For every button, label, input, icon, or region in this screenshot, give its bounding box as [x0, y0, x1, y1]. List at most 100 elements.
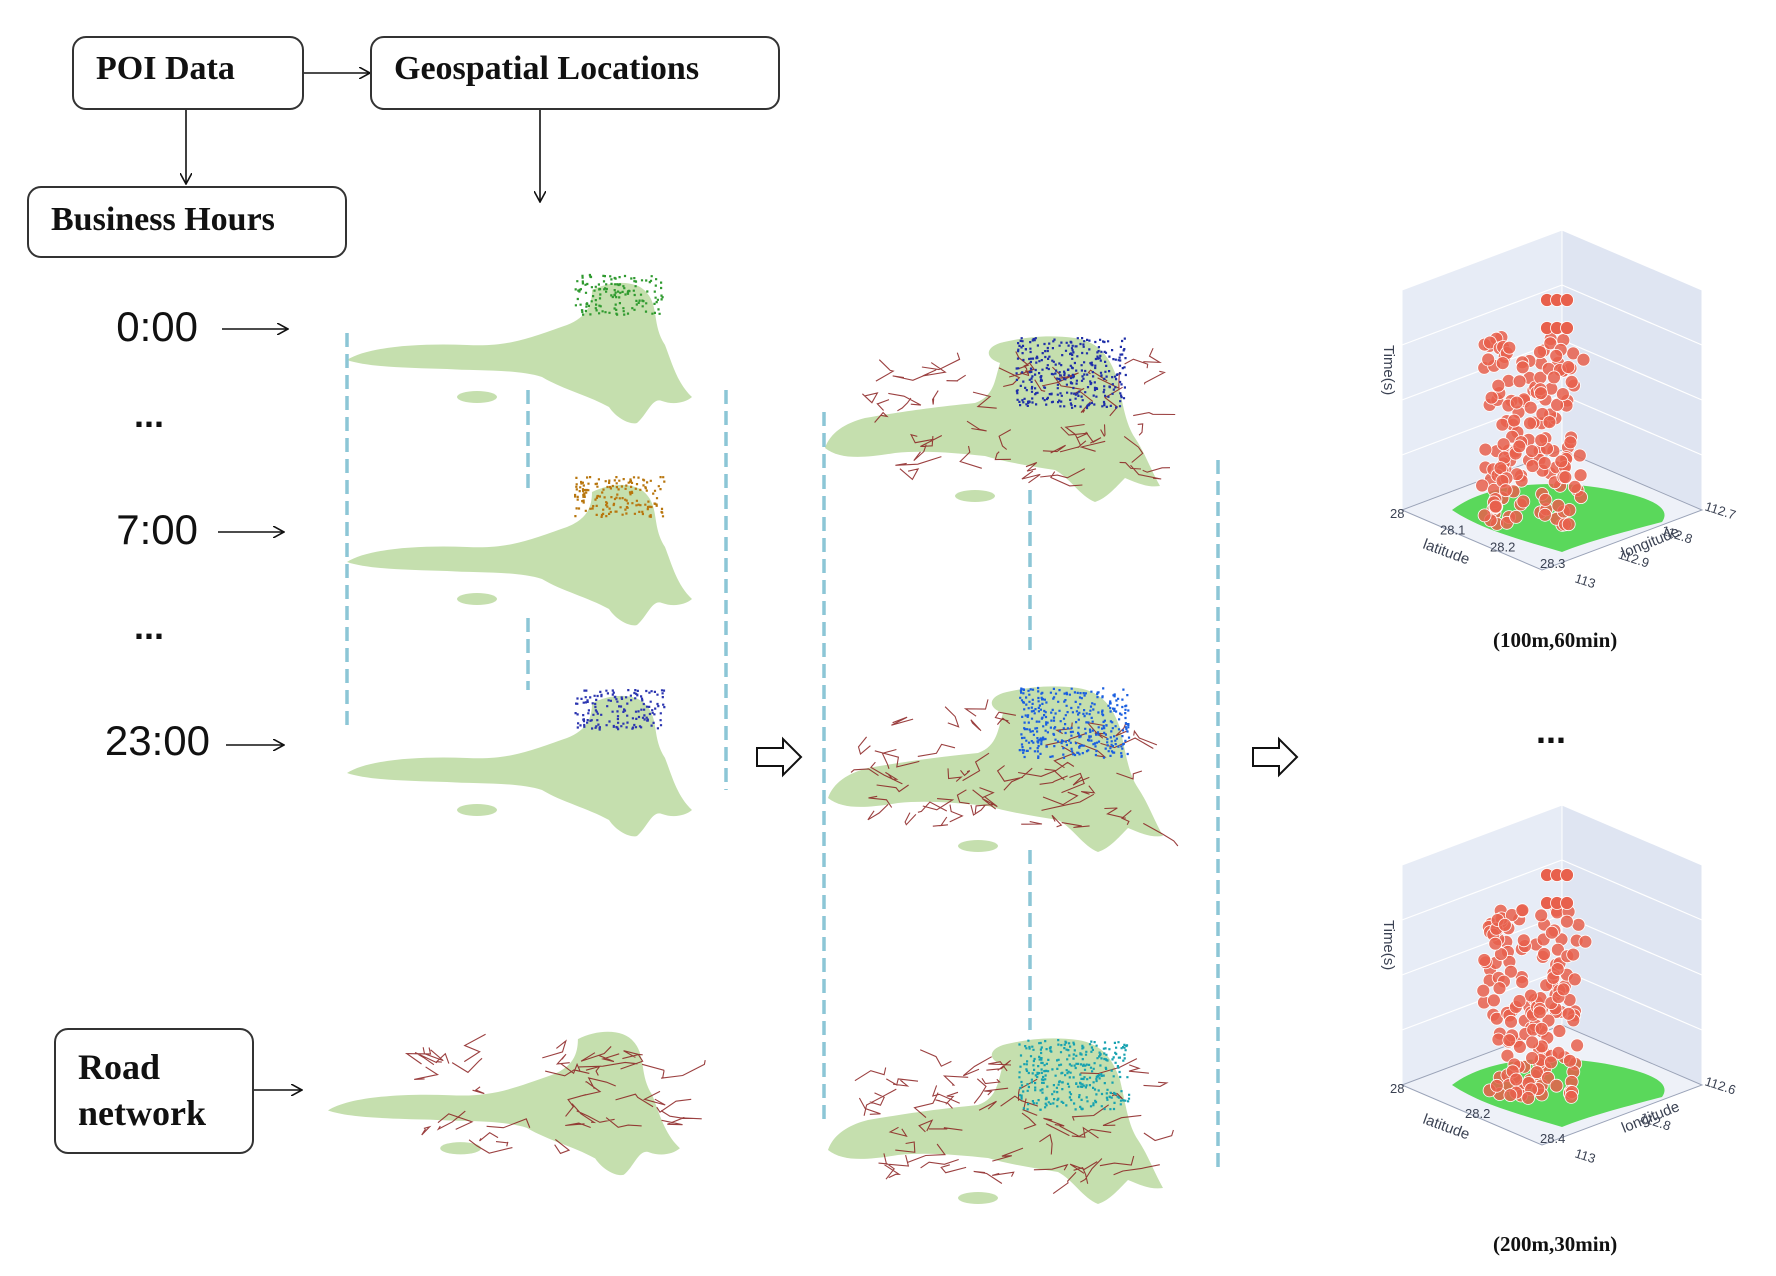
- scatter-point: [1516, 494, 1531, 509]
- plots-ellipsis: ...: [1536, 710, 1567, 751]
- scatter-point: [1574, 490, 1588, 505]
- plot-caption-1: (100m,60min): [1493, 628, 1618, 652]
- merged-roads-0000: [862, 347, 1176, 487]
- axis-title-time-1: Time(s): [1380, 345, 1397, 395]
- scatter-point: [1551, 1045, 1566, 1060]
- lat-tick-1: 28.3: [1540, 556, 1565, 571]
- hollow-arrow-2: [1252, 736, 1299, 778]
- scatter-point: [1570, 1038, 1585, 1053]
- poi-points-2300: [574, 689, 666, 731]
- lat-tick-2: 28.4: [1540, 1131, 1565, 1146]
- scatter-point: [1563, 435, 1578, 450]
- scatter-point: [1567, 479, 1582, 494]
- lat-tick-1: 28.1: [1440, 523, 1465, 538]
- scatter-point: [1503, 1088, 1518, 1103]
- poi-data-box: POI Data: [72, 36, 304, 110]
- scatter-point: [1550, 397, 1565, 412]
- poi-map-0000-island: [457, 391, 497, 403]
- scatter-point: [1525, 459, 1540, 473]
- plot-grid-1: [1561, 284, 1703, 346]
- scatter-point: [1486, 993, 1501, 1008]
- scatter-point: [1567, 972, 1582, 987]
- scatter-point: [1571, 917, 1586, 932]
- merged-map-2300-island: [958, 1192, 998, 1204]
- scatter-point: [1529, 1065, 1544, 1080]
- scatter-point: [1525, 1051, 1540, 1065]
- scatter-point: [1484, 390, 1499, 405]
- scatter-point: [1544, 925, 1559, 940]
- scatter-point: [1559, 914, 1574, 929]
- scatter-point: [1578, 934, 1593, 949]
- scatter-point: [1566, 947, 1581, 962]
- merged-points-0000: [1015, 337, 1127, 410]
- scatter-point: [1476, 983, 1491, 998]
- scatter-point: [1509, 395, 1524, 410]
- scatter-point: [1475, 478, 1489, 493]
- scatter-point: [1525, 1035, 1540, 1050]
- scatter-point: [1538, 507, 1552, 522]
- scatter-point: [1534, 908, 1549, 923]
- lat-tick-1: 28: [1390, 506, 1404, 521]
- scatter-point: [1550, 942, 1565, 957]
- axis-title-latitude-1: latitude: [1421, 536, 1472, 569]
- scatter-point: [1492, 981, 1507, 996]
- lon-tick-1: 112.7: [1703, 499, 1738, 523]
- merged-roads-2300: [854, 1049, 1174, 1195]
- scatter-point: [1537, 456, 1552, 470]
- hour-ellipsis-1: ...: [134, 394, 165, 435]
- scatter-point: [1549, 349, 1564, 363]
- geospatial-locations-label: Geospatial Locations: [394, 50, 700, 87]
- scatter-point: [1523, 416, 1537, 431]
- merged-map-2300: [828, 1038, 1174, 1204]
- scatter-point: [1533, 345, 1547, 359]
- scatter-point: [1552, 1024, 1567, 1038]
- road-network-roads: [404, 1033, 706, 1155]
- lat-tick-2: 28: [1390, 1081, 1404, 1096]
- scatter-point: [1562, 1053, 1577, 1068]
- scatter-point: [1573, 468, 1588, 483]
- hour-ellipsis-2: ...: [134, 606, 165, 647]
- lon-tick-2: 112.6: [1703, 1074, 1738, 1098]
- scatter-point: [1488, 936, 1503, 951]
- business-hours-box: Business Hours: [27, 186, 347, 258]
- scatter-point: [1502, 1033, 1517, 1048]
- scatter-point: [1523, 988, 1538, 1003]
- road-network-map: [328, 1031, 706, 1176]
- geospatial-locations-box: Geospatial Locations: [370, 36, 780, 110]
- plot-caption-2: (200m,30min): [1493, 1232, 1618, 1256]
- scatter-point: [1512, 1039, 1527, 1054]
- poi-points-0000: [574, 273, 664, 316]
- scatter-point: [1550, 962, 1565, 977]
- poi-map-2300-land: [347, 695, 692, 837]
- axis-title-time-2: Time(s): [1380, 920, 1397, 970]
- scatter-point: [1523, 400, 1538, 415]
- scatter-point: [1532, 1005, 1547, 1020]
- plot-grid-2: [1401, 859, 1563, 921]
- scatter-point: [1543, 1055, 1558, 1070]
- hollow-arrow-1: [756, 736, 803, 778]
- scatter-point: [1512, 994, 1527, 1008]
- scatter-point: [1561, 1006, 1576, 1021]
- poi-map-2300: [347, 689, 692, 837]
- merged-map-0000-island: [955, 490, 995, 502]
- scatter-point: [1547, 370, 1561, 385]
- scatter-point: [1537, 947, 1552, 961]
- scatter-point: [1566, 346, 1581, 361]
- business-hours-label: Business Hours: [51, 201, 275, 238]
- lat-tick-2: 28.2: [1465, 1106, 1490, 1121]
- scatter-point: [1572, 448, 1587, 463]
- scatter-point: [1534, 433, 1549, 448]
- scatter-point: [1561, 360, 1576, 374]
- scatter-point: [1534, 386, 1548, 401]
- plot-grid-1: [1561, 339, 1703, 401]
- merged-map-0700: [828, 686, 1179, 852]
- scatter-point: [1516, 933, 1531, 948]
- scatter-point: [1555, 387, 1570, 402]
- plot-grid-1: [1561, 394, 1703, 456]
- poi-data-label: POI Data: [96, 50, 235, 87]
- scatter-point: [1477, 508, 1492, 523]
- scatter-point: [1491, 378, 1506, 393]
